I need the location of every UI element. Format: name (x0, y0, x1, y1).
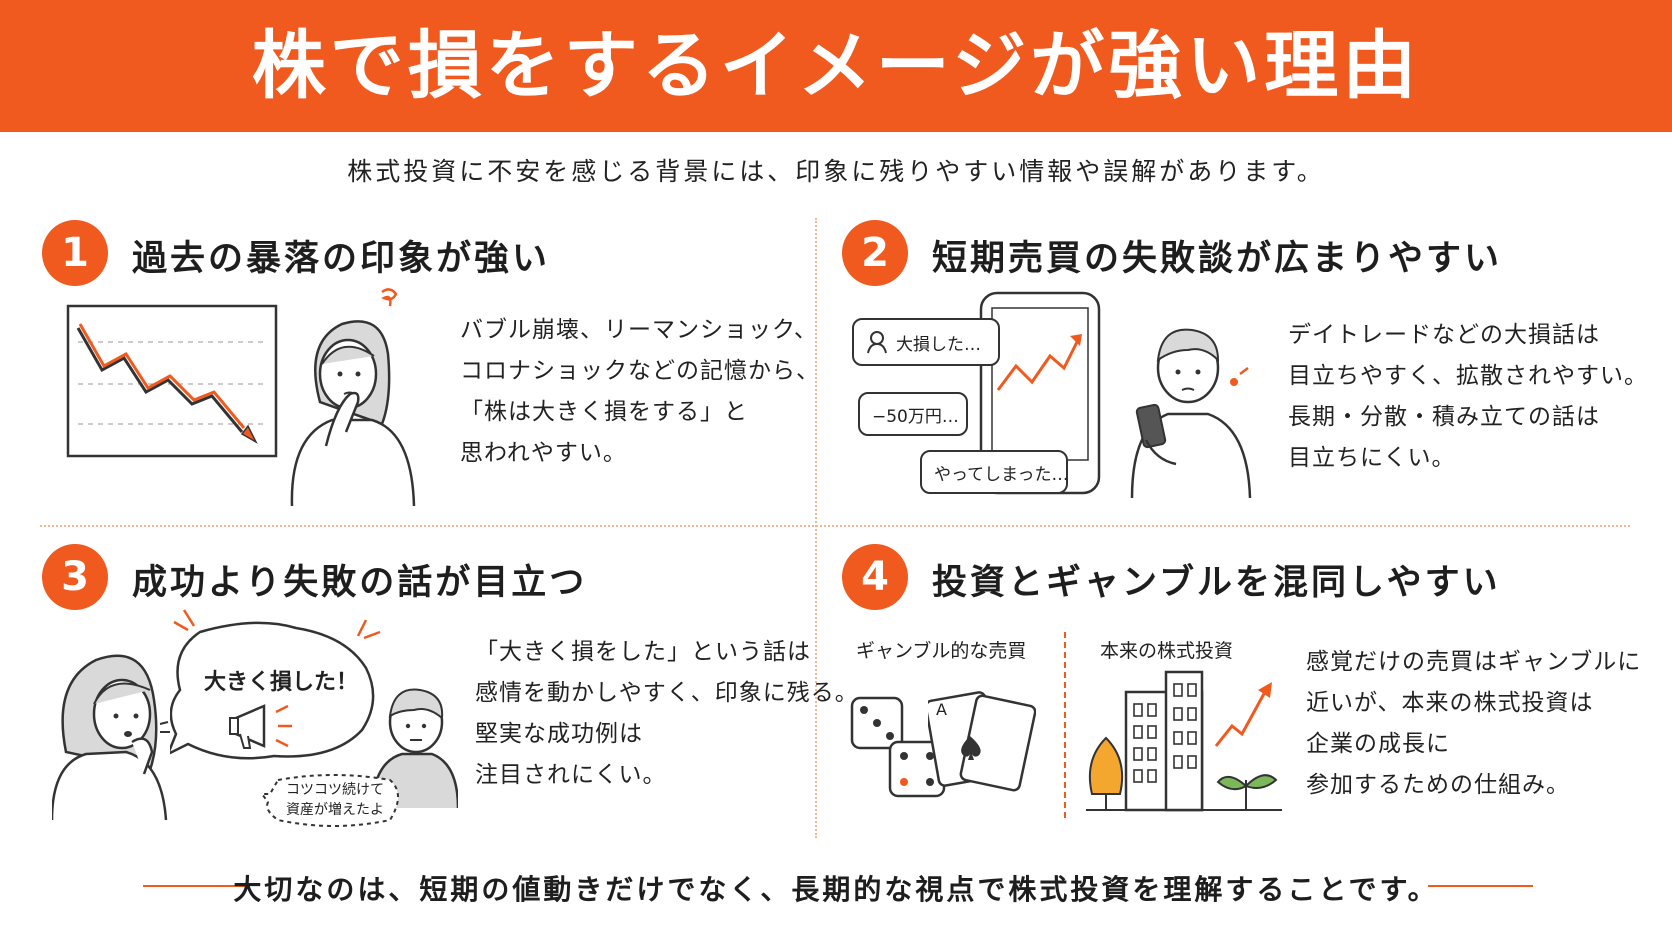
bubble-text: 大損した… (896, 334, 981, 355)
section-4-line: 感覚だけの売買はギャンブルに (1306, 649, 1642, 675)
sprout-icon (1216, 774, 1278, 810)
whisper-line: コツコツ続けて (286, 782, 384, 798)
section-3-number: 3 (42, 544, 108, 610)
section-3-title: 成功より失敗の話が目立つ (132, 563, 588, 603)
bubble-text: −50万円… (872, 406, 959, 427)
section-4-number: 4 (842, 544, 908, 610)
section-3-description: 「大きく損をした」という話は 感情を動かしやすく、印象に残る。 堅実な成功例は … (475, 632, 859, 796)
footer-rule-right (1428, 885, 1533, 887)
page-title: 株で損をするイメージが強い理由 (251, 23, 1421, 109)
comparison-divider (1064, 632, 1066, 818)
tree-icon (1088, 736, 1124, 795)
bubble-text: やってしまった… (934, 464, 1069, 485)
section-4-description: 感覚だけの売買はギャンブルに 近いが、本来の株式投資は 企業の成長に 参加するた… (1306, 642, 1641, 806)
section-1-line: 思われやすい。 (460, 440, 627, 466)
section-1-line: バブル崩壊、リーマンショック、 (460, 317, 818, 343)
section-2-line: 目立ちやすく、拡散されやすい。 (1288, 363, 1648, 389)
section-4-line: 近いが、本来の株式投資は (1306, 690, 1594, 716)
user-icon (867, 331, 887, 354)
alarm-lines-icon (173, 609, 196, 632)
section-3-line: 感情を動かしやすく、印象に残る。 (475, 680, 859, 706)
chat-bubble-minus-500k: −50万円… (858, 392, 968, 436)
section-2-title: 短期売買の失敗談が広まりやすい (932, 239, 1503, 279)
whisper-line: 資産が増えたよ (286, 802, 384, 818)
section-1-line: コロナショックなどの記憶から、 (460, 358, 820, 384)
section-3-line: 堅実な成功例は (475, 721, 643, 747)
whisper-text: コツコツ続けて 資産が増えたよ (286, 780, 384, 820)
section-2-line: 目立ちにくい。 (1288, 445, 1456, 471)
confused-swirl-icon (381, 288, 398, 307)
section-3-line: 注目されにくい。 (475, 762, 667, 788)
playing-cards-icon (928, 691, 1036, 792)
crash-chart-illustration (66, 304, 278, 458)
dice-icon (850, 696, 946, 798)
section-4-title: 投資とギャンブルを混同しやすい (932, 563, 1501, 603)
section-2-line: デイトレードなどの大損話は (1288, 322, 1600, 348)
investing-label: 本来の株式投資 (1100, 640, 1234, 662)
header-banner (0, 0, 1672, 132)
section-1-description: バブル崩壊、リーマンショック、 コロナショックなどの記憶から、 「株は大きく損を… (460, 310, 820, 474)
section-2-description: デイトレードなどの大損話は 目立ちやすく、拡散されやすい。 長期・分散・積み立て… (1288, 315, 1648, 479)
section-1-number: 1 (42, 220, 108, 286)
whisper-bubble (262, 774, 399, 827)
section-4-line: 参加するための仕組み。 (1306, 772, 1570, 798)
chat-bubble-regret: やってしまった… (920, 450, 1068, 494)
card-rank: A (936, 700, 947, 719)
gambling-label: ギャンブル的な売買 (856, 640, 1027, 662)
page-subtitle: 株式投資に不安を感じる背景には、印象に残りやすい情報や誤解があります。 (347, 157, 1325, 186)
worried-woman-illustration (290, 288, 416, 507)
worried-man-with-phone-illustration (1130, 328, 1252, 499)
megaphone-icon (229, 704, 292, 749)
footer-rule-left (143, 885, 248, 887)
chat-bubble-big-loss: 大損した… (852, 318, 1000, 366)
shout-bubble (170, 609, 381, 760)
section-1-title: 過去の暴落の印象が強い (132, 239, 551, 279)
section-3-line: 「大きく損をした」という話は (475, 639, 811, 665)
company-building-illustration (1086, 670, 1282, 812)
section-2-number: 2 (842, 220, 908, 286)
vertical-divider (815, 218, 817, 838)
section-1-line: 「株は大きく損をする」と (460, 399, 748, 425)
shout-text: 大きく損した！ (204, 670, 359, 695)
section-4-line: 企業の成長に (1306, 731, 1450, 757)
section-2-line: 長期・分散・積み立ての話は (1288, 404, 1600, 430)
footer-message: 大切なのは、短期の値動きだけでなく、長期的な視点で株式投資を理解することです。 (233, 873, 1439, 906)
alarm-lines-icon (356, 619, 381, 640)
gossiping-woman-illustration (52, 654, 170, 821)
horizontal-divider (40, 525, 1630, 527)
